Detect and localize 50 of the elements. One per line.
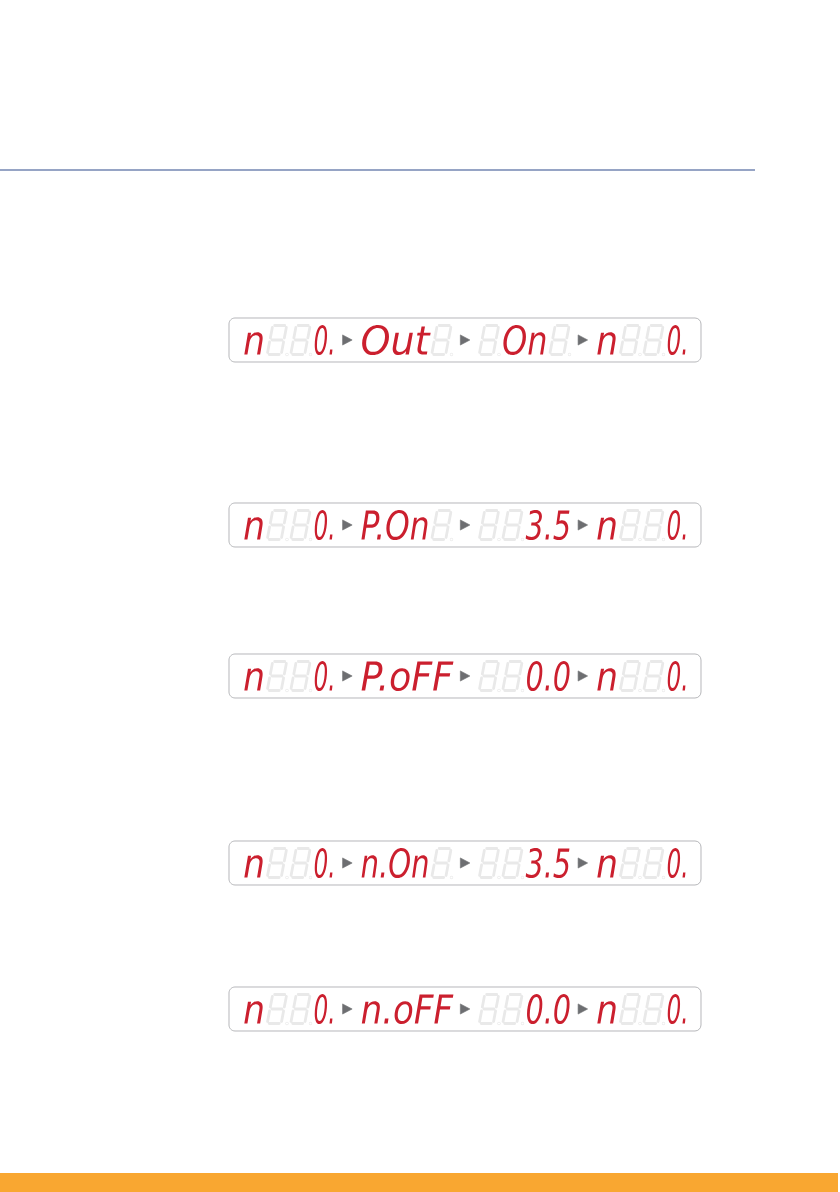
arrow	[577, 1003, 588, 1015]
arrow	[459, 334, 471, 346]
display-readout: Out	[362, 324, 431, 356]
display-readout: 0.	[314, 324, 333, 356]
arrow	[459, 670, 471, 682]
display-readout: n	[244, 855, 263, 878]
arrow	[459, 857, 471, 869]
arrow	[342, 670, 353, 682]
display-readout: n.oFF	[361, 994, 454, 1025]
arrow	[342, 519, 353, 531]
display-readout: 0.	[667, 660, 686, 692]
arrow	[342, 334, 353, 346]
display-readout: 0.	[667, 509, 686, 541]
display-readout: n	[244, 332, 263, 355]
display-readout: n	[244, 1001, 263, 1024]
arrow	[459, 1003, 471, 1015]
display-readout: 0.	[314, 509, 333, 541]
display-panel	[228, 502, 702, 548]
display-readout: n	[597, 332, 616, 355]
arrow	[342, 857, 353, 869]
display-readout: n	[597, 1001, 616, 1024]
display-readout: n	[597, 855, 616, 878]
display-readout: 3.5	[525, 509, 570, 541]
display-readout: On	[503, 324, 546, 356]
arrow	[577, 857, 588, 869]
arrow	[577, 519, 588, 531]
display-readout: 0.	[667, 847, 686, 879]
display-readout: 0.	[314, 660, 333, 692]
display-panel	[228, 653, 702, 699]
display-readout: n.On	[361, 847, 428, 879]
display-readout: 0.	[314, 847, 333, 879]
display-readout: n	[597, 517, 616, 540]
display-panel	[228, 317, 702, 363]
arrow	[577, 670, 588, 682]
display-readout: n	[244, 668, 263, 691]
display-readout: 0.0	[527, 993, 570, 1025]
display-readout: 3.5	[525, 847, 570, 879]
display-panel	[228, 986, 702, 1032]
display-readout: 0.	[667, 993, 686, 1025]
arrow	[459, 519, 471, 531]
arrow	[577, 334, 588, 346]
display-readout: n	[597, 668, 616, 691]
display-readout: P.oFF	[361, 661, 454, 692]
arrow	[342, 1003, 353, 1015]
display-readout: 0.	[667, 324, 686, 356]
display-readout: 0.0	[527, 660, 570, 692]
display-panel	[228, 840, 702, 886]
display-readout: n	[244, 517, 263, 540]
display-readout: 0.	[314, 993, 333, 1025]
display-readout: P.On	[361, 509, 428, 541]
